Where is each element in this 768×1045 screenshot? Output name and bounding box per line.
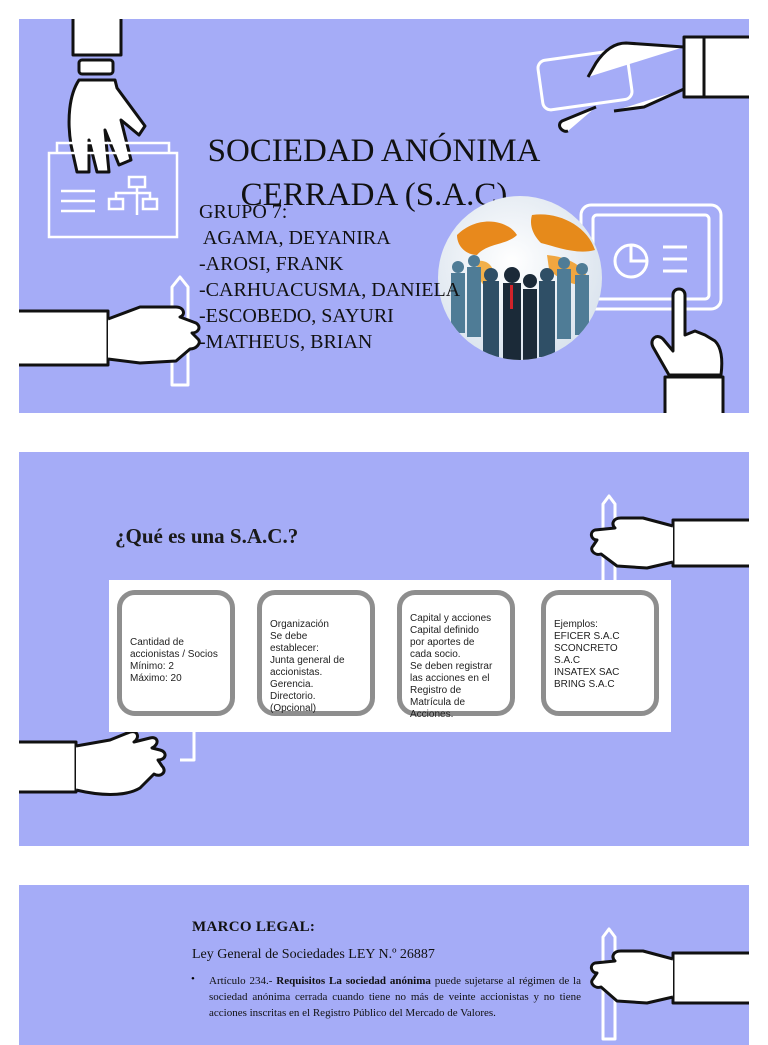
section-heading: MARCO LEGAL: <box>192 919 316 935</box>
feature-card-capital: Capital y acciones Capital definido por … <box>397 590 515 720</box>
hand-phone-icon <box>536 35 749 133</box>
group-label: GRUPO 7: <box>199 201 288 223</box>
slide-what-is-sac: ¿Qué es una S.A.C.? Cantidad de accionis… <box>19 452 749 846</box>
card-text: Capital y acciones Capital definido por … <box>410 613 493 720</box>
title-line-2: CERRADA (S.A.C) <box>240 177 508 213</box>
section-heading: ¿Qué es una S.A.C.? <box>115 524 299 548</box>
card-text: Cantidad de accionistas / Socios Mínimo:… <box>130 637 218 684</box>
title-line-1: SOCIEDAD ANÓNIMA <box>207 133 541 169</box>
member-item: AGAMA, DEYANIRA <box>199 227 391 249</box>
article-prefix: Artículo 234.- <box>209 975 277 987</box>
law-title: Ley General de Sociedades LEY N.º 26887 <box>192 947 435 962</box>
hand-pencil-icon <box>589 927 749 1041</box>
bullet-marker: • <box>191 973 195 985</box>
slide-title: SOCIEDAD ANÓNIMA CERRADA (S.A.C) <box>19 19 749 413</box>
feature-card-organization: Organización Se debe establecer: Junta g… <box>257 590 375 716</box>
article-rest: puede sujetarse al régimen de la socieda… <box>209 975 581 1019</box>
hand-watch-icon <box>67 19 147 174</box>
group-members: GRUPO 7: AGAMA, DEYANIRA -AROSI, FRANK -… <box>199 199 460 355</box>
member-item: -MATHEUS, BRIAN <box>199 331 373 353</box>
card-text: Ejemplos: EFICER S.A.C SCONCRETO S.A.C I… <box>554 619 620 690</box>
member-item: -AROSI, FRANK <box>199 253 344 275</box>
hand-pencil-icon <box>589 494 749 586</box>
waving-hand-icon <box>19 728 196 796</box>
feature-card-shareholders: Cantidad de accionistas / Socios Mínimo:… <box>117 590 235 716</box>
slide-legal-framework: MARCO LEGAL: Ley General de Sociedades L… <box>19 885 749 1045</box>
member-item: -ESCOBEDO, SAYURI <box>199 305 394 327</box>
article-bold: Requisitos La sociedad anónima <box>276 975 431 987</box>
document-chart-icon <box>47 141 179 239</box>
card-text: Organización Se debe establecer: Junta g… <box>270 619 345 714</box>
member-item: -CARHUACUSMA, DANIELA <box>199 279 461 301</box>
globe-people-image <box>438 196 602 360</box>
sac-features-diagram: Cantidad de accionistas / Socios Mínimo:… <box>109 580 671 732</box>
hand-pencil-icon <box>19 275 201 387</box>
pointing-hand-icon <box>650 287 725 413</box>
feature-card-examples: Ejemplos: EFICER S.A.C SCONCRETO S.A.C I… <box>541 590 659 716</box>
article-paragraph: Artículo 234.- Requisitos La sociedad an… <box>209 973 581 1021</box>
presentation-title: SOCIEDAD ANÓNIMA CERRADA (S.A.C) <box>194 129 554 217</box>
